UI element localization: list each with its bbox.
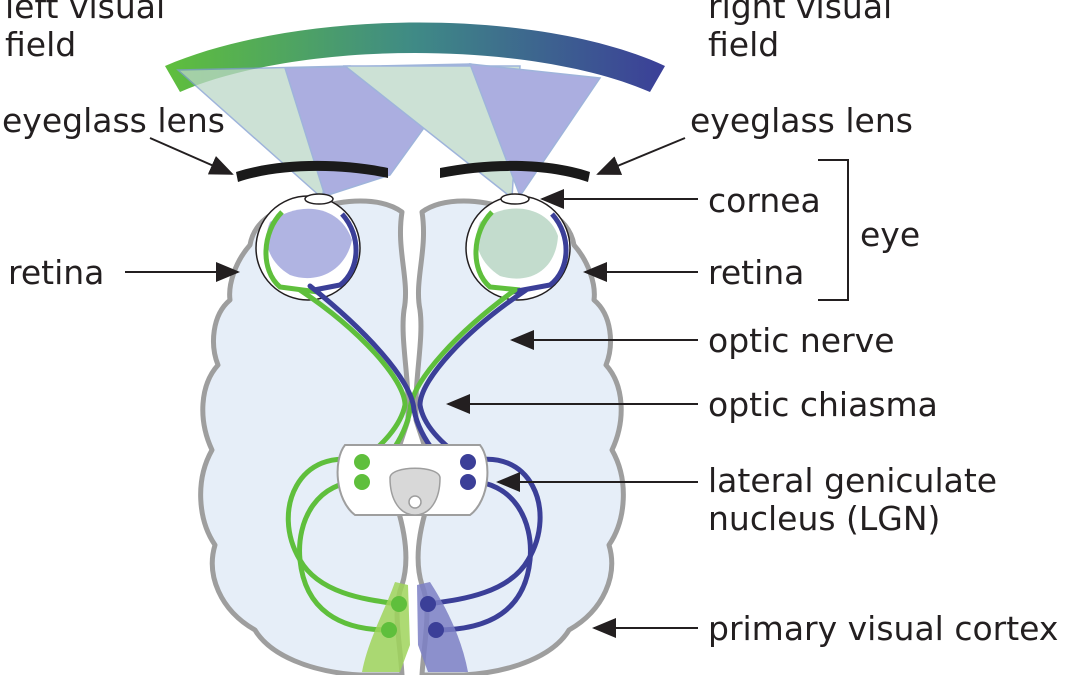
label-optic-chiasma: optic chiasma xyxy=(708,385,938,424)
label-primary-visual-cortex: primary visual cortex xyxy=(708,609,1058,648)
visual-field-arc xyxy=(165,22,665,92)
label-right-visual-field-2: field xyxy=(708,25,779,64)
left-eye-lens-region xyxy=(266,208,352,279)
label-eye: eye xyxy=(860,215,920,254)
label-lgn-1: lateral geniculate xyxy=(708,461,997,500)
left-eye xyxy=(255,193,361,301)
label-retina-left: retina xyxy=(8,253,104,292)
label-cornea: cornea xyxy=(708,181,821,220)
ray-cone-right-blue xyxy=(468,63,602,198)
right-cornea xyxy=(500,193,530,205)
eyeglass-lens-left xyxy=(236,160,388,182)
label-left-visual-field-2: field xyxy=(5,25,76,64)
right-eye xyxy=(465,193,571,301)
visual-cortex xyxy=(362,582,468,672)
right-retina-blue xyxy=(511,212,569,295)
cortex-right-dot-2 xyxy=(428,622,444,638)
left-retina-green xyxy=(263,210,319,295)
brainstem xyxy=(389,467,441,516)
lgn-nuclei xyxy=(354,454,476,490)
lgn-left-dot-1 xyxy=(354,454,370,470)
pointer-arrows xyxy=(125,137,698,638)
right-eye-lens-region xyxy=(476,208,558,279)
left-cornea xyxy=(304,193,334,205)
cortex-left-dot-2 xyxy=(381,622,397,638)
right-retina-green xyxy=(473,210,521,293)
cortex-left-dot-1 xyxy=(391,596,407,612)
green-radiation-inner xyxy=(297,479,391,633)
label-right-visual-field-1: right visual xyxy=(708,0,892,26)
lgn-left-dot-2 xyxy=(354,474,370,490)
label-lgn-2: nucleus (LGN) xyxy=(708,499,940,538)
arrow-eyeglass-right xyxy=(596,137,686,175)
left-retina-blue xyxy=(313,212,359,293)
cortex-right-dot-1 xyxy=(420,596,436,612)
midbrain xyxy=(336,444,489,516)
lgn-right-dot-1 xyxy=(460,454,476,470)
label-left-visual-field-1: left visual xyxy=(5,0,165,26)
eye-bracket xyxy=(818,159,849,301)
arrow-eyeglass-left xyxy=(149,137,234,175)
lgn-right-dot-2 xyxy=(460,474,476,490)
label-eyeglass-lens-right: eyeglass lens xyxy=(690,101,913,140)
eyeglass-lens-right xyxy=(440,160,590,182)
brainstem-dot xyxy=(408,495,422,509)
label-eyeglass-lens-left: eyeglass lens xyxy=(2,101,225,140)
label-optic-nerve: optic nerve xyxy=(708,321,895,360)
label-retina-right: retina xyxy=(708,253,804,292)
